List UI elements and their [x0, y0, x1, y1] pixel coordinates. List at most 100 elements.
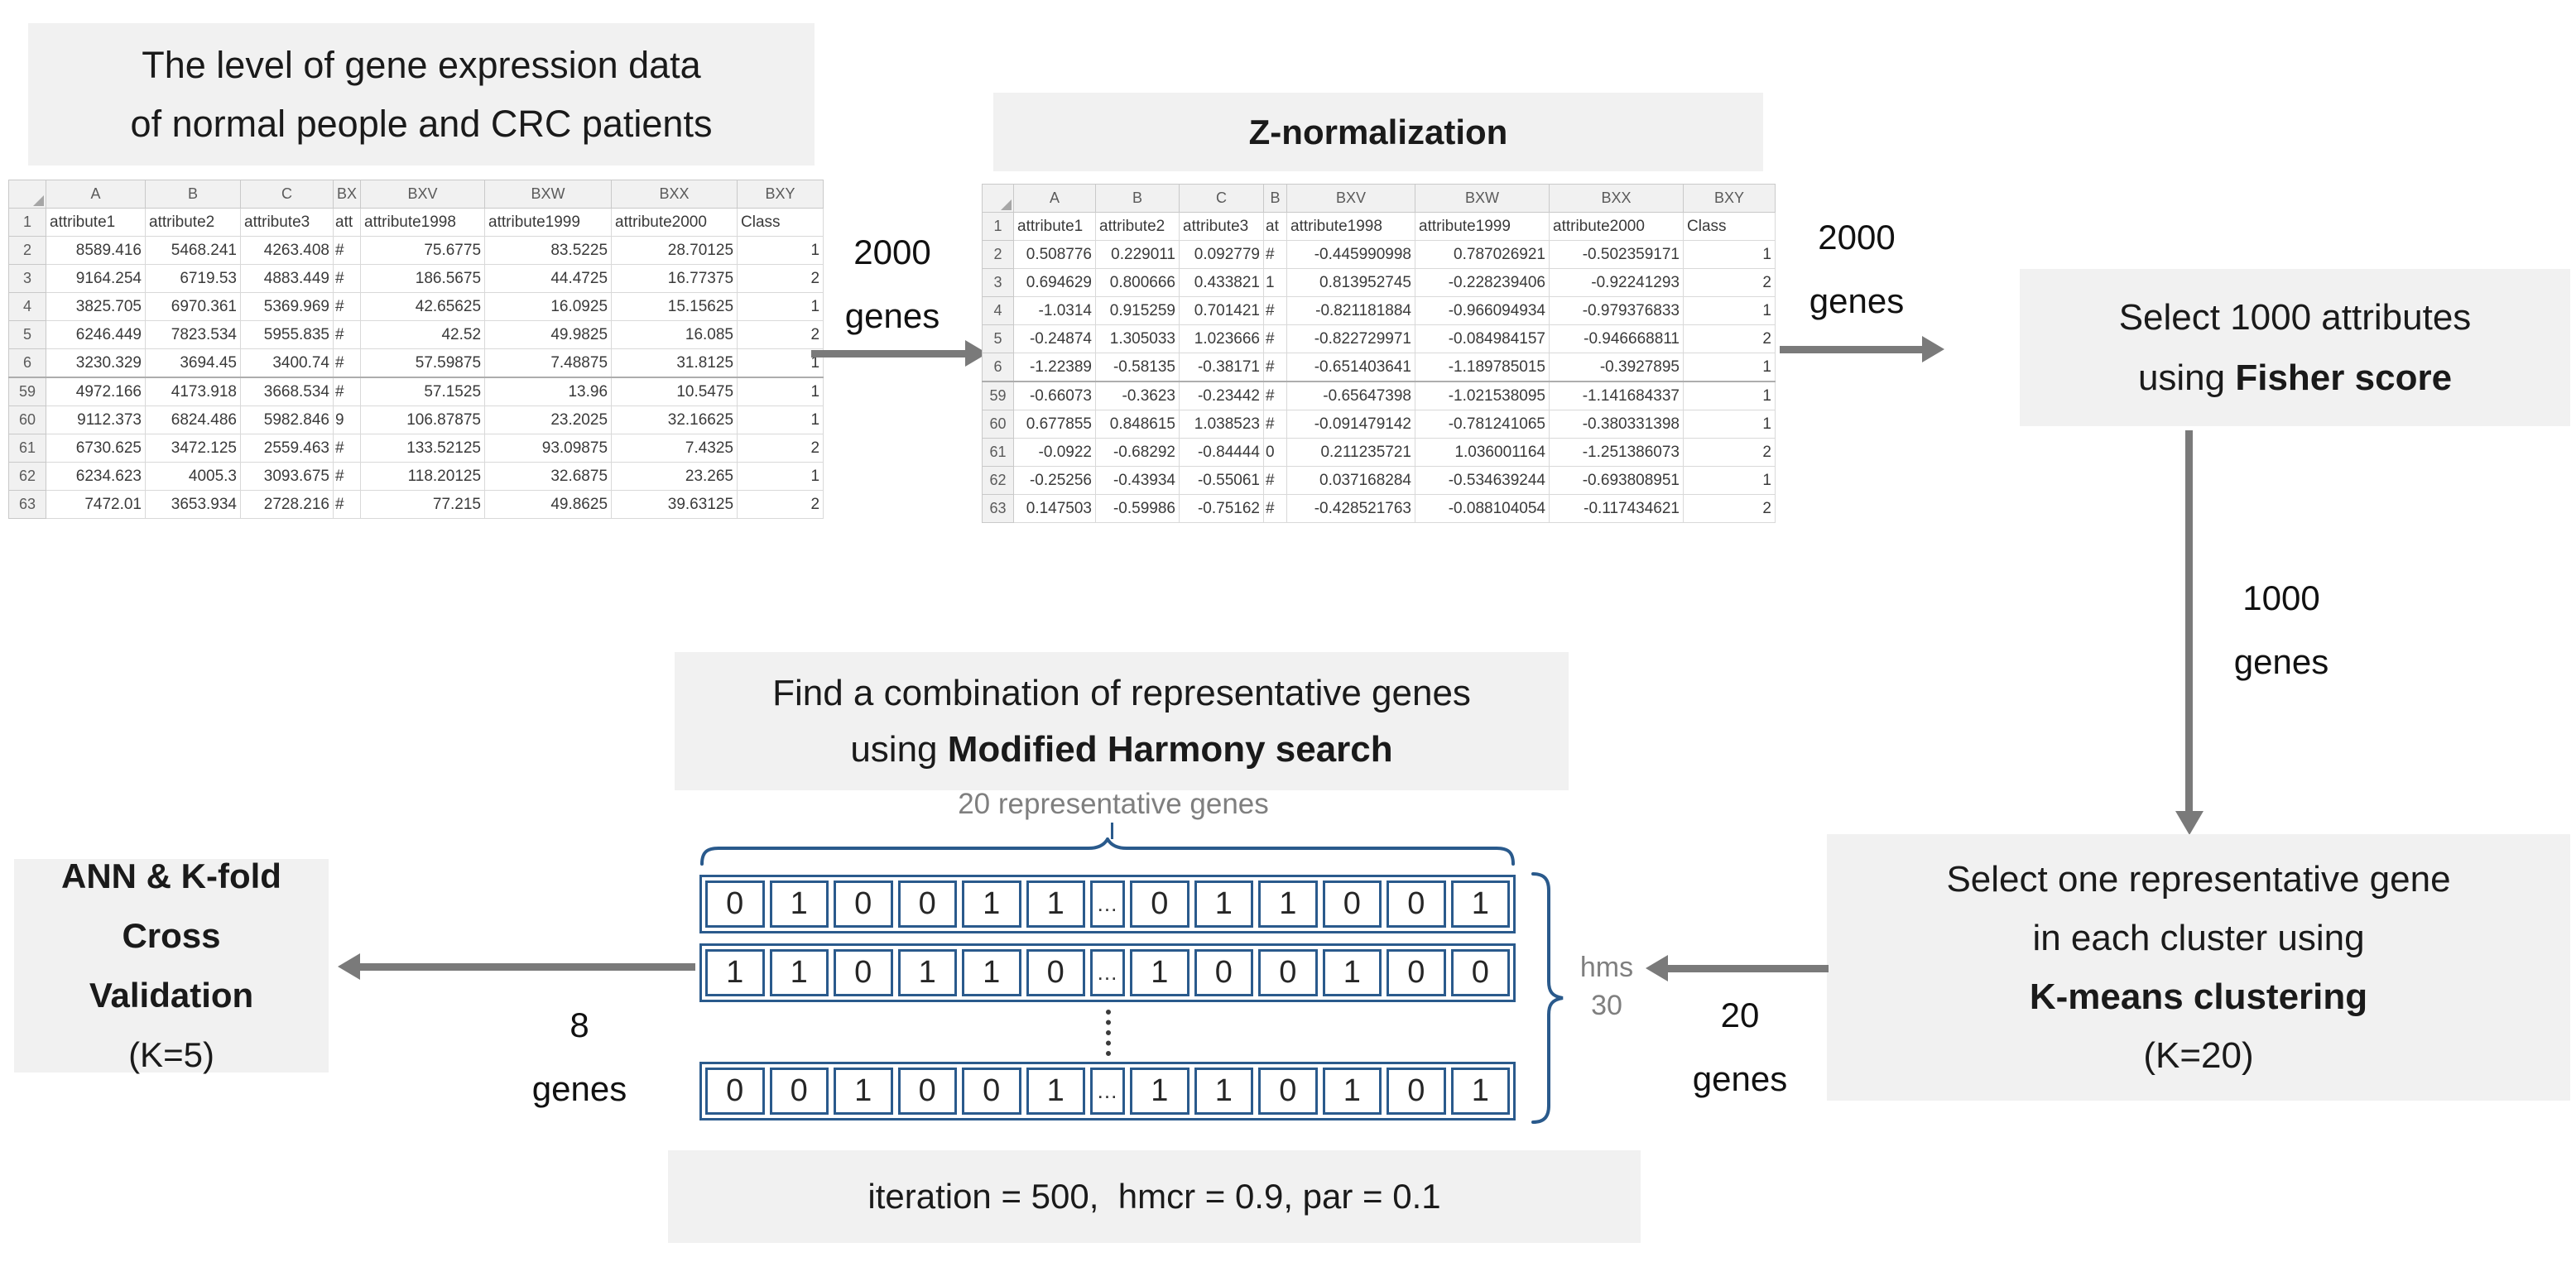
column-header: BXX — [1549, 184, 1684, 213]
harmony-cell: 1 — [1130, 1068, 1189, 1115]
table-cell: 1.023666 — [1179, 324, 1264, 353]
column-header: B — [145, 180, 241, 209]
table-cell: 1 — [1683, 240, 1776, 269]
arrow5-line — [359, 963, 695, 971]
harmony-cell: 0 — [897, 881, 957, 928]
row-number: 60 — [8, 405, 46, 434]
table-cell: 3400.74 — [240, 348, 334, 378]
table-cell: 2 — [1683, 324, 1776, 353]
arrow5-count: 8 — [570, 1005, 589, 1044]
arrow1-count: 2000 — [853, 233, 931, 271]
harmony-cell: 0 — [1450, 949, 1511, 996]
table-cell: 1.305033 — [1095, 324, 1180, 353]
table-cell: # — [1263, 296, 1287, 325]
table-cell: 133.52125 — [360, 434, 486, 463]
table-cell: 3093.675 — [240, 462, 334, 491]
table-cell: attribute1998 — [360, 208, 486, 237]
harmony-cell: 1 — [1322, 949, 1382, 996]
harmony-cell: 0 — [897, 1068, 957, 1115]
table-cell: # — [332, 434, 362, 463]
table-cell: 0.848615 — [1095, 410, 1180, 439]
table-cell: -0.534639244 — [1415, 466, 1550, 495]
table-cell: 2 — [737, 264, 824, 293]
table-cell: -0.781241065 — [1415, 410, 1550, 439]
arrow2-count: 2000 — [1818, 218, 1896, 257]
table-cell: 32.16625 — [611, 405, 738, 434]
table-cell: 93.09875 — [484, 434, 613, 463]
table-cell: -0.58135 — [1095, 353, 1180, 382]
column-header: A — [46, 180, 146, 209]
harmony-cell: 1 — [1322, 1068, 1382, 1115]
znorm-title-box: Z-normalization — [993, 93, 1763, 171]
harmony-cell: 1 — [1026, 881, 1085, 928]
arrow4-line — [1667, 965, 1829, 972]
table-cell: 4883.449 — [240, 264, 334, 293]
table-cell: 0.433821 — [1179, 268, 1264, 297]
table-cell: 5369.969 — [240, 292, 334, 321]
table-cell: attribute2000 — [1549, 212, 1684, 241]
harmony-cell: 0 — [834, 949, 893, 996]
table-cell: 6234.623 — [46, 462, 146, 491]
table-cell: 4972.166 — [46, 377, 146, 406]
table-cell: 0.229011 — [1095, 240, 1180, 269]
top-brace-icon — [700, 837, 1515, 866]
row-number: 63 — [982, 494, 1014, 523]
arrow3-line — [2185, 430, 2193, 813]
table-cell: -0.55061 — [1179, 466, 1264, 495]
table-cell: 186.5675 — [360, 264, 486, 293]
row-number: 3 — [8, 264, 46, 293]
table-cell: -0.821181884 — [1286, 296, 1415, 325]
arrow3-unit: genes — [2233, 642, 2329, 681]
harmony-cell: 0 — [1130, 881, 1189, 928]
table-cell: 0.147503 — [1013, 494, 1096, 523]
select-all-corner — [982, 184, 1014, 213]
harmony-cell: ... — [1090, 881, 1126, 928]
table-cell: at — [1263, 212, 1287, 241]
row-number: 59 — [8, 377, 46, 406]
source-data-box: The level of gene expression data of nor… — [28, 23, 815, 166]
table-cell: 23.265 — [611, 462, 738, 491]
arrow1-line — [811, 350, 967, 357]
table-cell: -0.117434621 — [1549, 494, 1684, 523]
table-cell: 0.508776 — [1013, 240, 1096, 269]
harmony-params-text: iteration = 500, hmcr = 0.9, par = 0.1 — [867, 1177, 1441, 1216]
row-number: 4 — [8, 292, 46, 321]
table-cell: -0.23442 — [1179, 381, 1264, 410]
table-cell: -0.3927895 — [1549, 353, 1684, 382]
table-cell: attribute3 — [1179, 212, 1264, 241]
fisher-line2-prefix: using — [2137, 357, 2236, 398]
table-cell: # — [1263, 240, 1287, 269]
row-number: 5 — [8, 320, 46, 349]
arrow1-unit: genes — [844, 296, 940, 335]
harmony-cell: 1 — [769, 949, 829, 996]
row-number: 6 — [982, 353, 1014, 382]
column-header: BXW — [1415, 184, 1550, 213]
ann-line3: (K=5) — [128, 1035, 214, 1074]
table-cell: 75.6775 — [360, 236, 486, 265]
column-header: A — [1013, 184, 1096, 213]
harmony-cell: 0 — [769, 1068, 829, 1115]
table-cell: 49.8625 — [484, 490, 613, 519]
table-cell: -1.251386073 — [1549, 438, 1684, 467]
harmony-cell: 0 — [1322, 881, 1382, 928]
table-cell: 3825.705 — [46, 292, 146, 321]
harmony-cell: 1 — [962, 949, 1021, 996]
column-header: C — [240, 180, 334, 209]
table-cell: -0.228239406 — [1415, 268, 1550, 297]
row-number: 2 — [982, 240, 1014, 269]
table-cell: 9 — [332, 405, 362, 434]
arrow3-head-icon — [2175, 811, 2204, 835]
kmeans-line1: Select one representative gene — [1946, 859, 2451, 900]
fisher-line2: using Fisher score — [2138, 348, 2452, 408]
table-cell: 3230.329 — [46, 348, 146, 378]
table-cell: -1.189785015 — [1415, 353, 1550, 382]
znorm-title: Z-normalization — [1248, 112, 1508, 151]
select-all-corner — [8, 180, 46, 209]
table-cell: 2728.216 — [240, 490, 334, 519]
table-cell: # — [332, 264, 362, 293]
table-cell: -0.651403641 — [1286, 353, 1415, 382]
